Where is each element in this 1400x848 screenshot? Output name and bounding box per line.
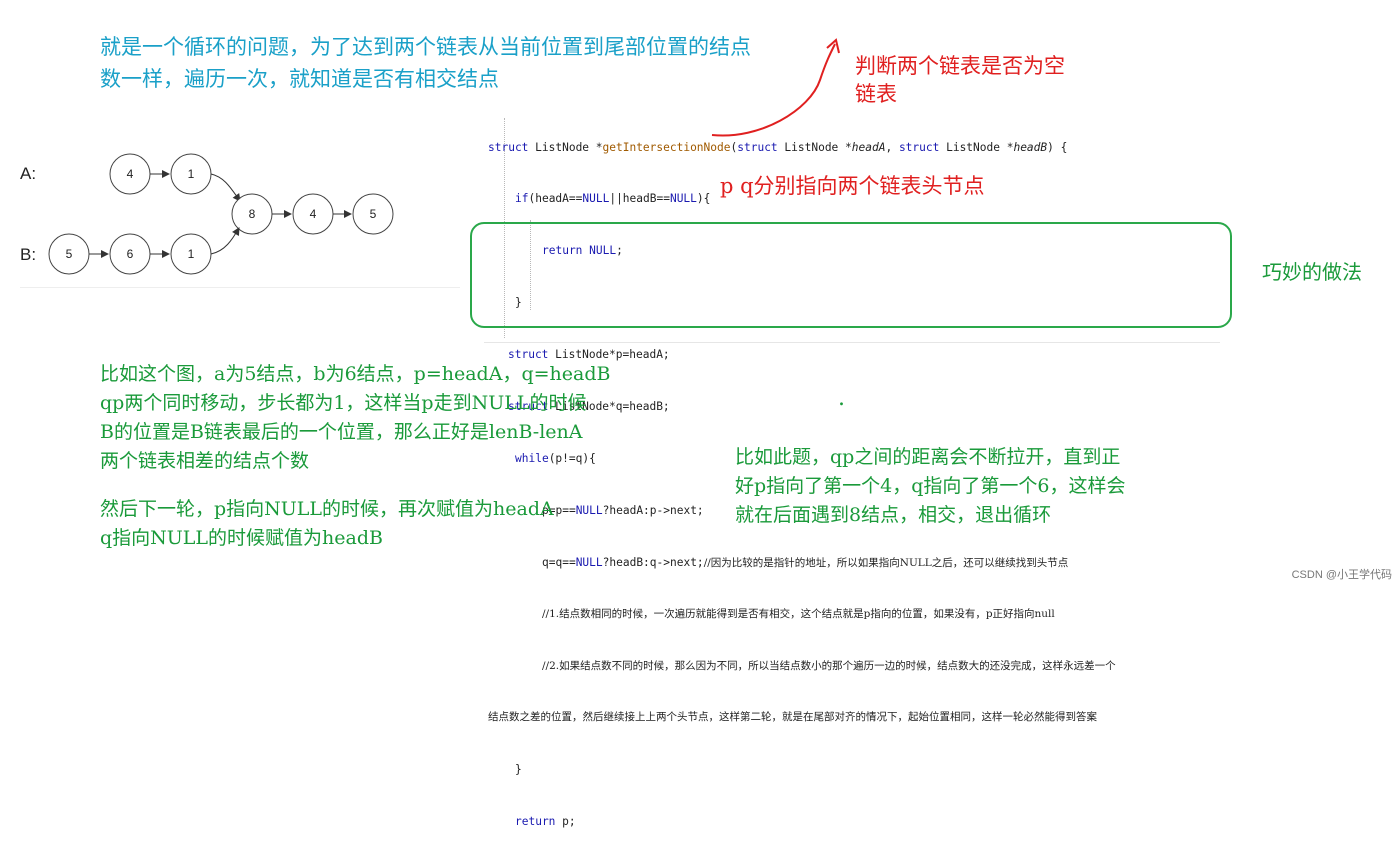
code-indent-guide [504, 118, 506, 338]
diagram-divider [20, 287, 460, 288]
node-common-3 [352, 193, 394, 235]
null-check-note-line-1: 判断两个链表是否为空 [855, 54, 1065, 78]
left-explanation-line-6: 然后下一轮，p指向NULL的时候，再次赋值为headA [100, 498, 554, 520]
list-b-label: B: [20, 245, 37, 264]
edge-b3-c1 [210, 227, 240, 255]
pq-note: p q分别指向两个链表头节点 [720, 174, 985, 198]
right-explanation-line-3: 就在后面遇到8结点，相交，退出循环 [735, 504, 1052, 526]
code-line-9: q=q==NULL?headB:q->next;//因为比较的是指针的地址，所以… [542, 555, 1069, 569]
code-line-2: if(headA==NULL||headB==NULL){ [515, 192, 711, 206]
node-common-1-label: 8 [249, 207, 256, 221]
node-a-1-label: 4 [127, 167, 134, 181]
null-check-note: 判断两个链表是否为空 链表 [855, 52, 1115, 108]
red-arrow [711, 38, 840, 137]
right-explanation: 比如此题，qp之间的距离会不断拉开，直到正 好p指向了第一个4，q指向了第一个6… [735, 443, 1126, 530]
code-line-11: //2.如果结点数不同的时候，那么因为不同，所以当结点数小的那个遍历一边的时候，… [542, 659, 1116, 672]
node-common-2-label: 4 [310, 207, 317, 221]
code-line-8: p=p==NULL?headA:p->next; [542, 503, 704, 517]
left-explanation-line-1: 比如这个图，a为5结点，b为6结点，p=headA，q=headB [100, 363, 611, 385]
left-explanation-line-3: B的位置是B链表最后的一个位置，那么正好是lenB-lenA [100, 421, 583, 443]
node-a-2-label: 1 [188, 167, 195, 181]
top-note-line-1: 就是一个循环的问题，为了达到两个链表从当前位置到尾部位置的结点 [100, 35, 751, 59]
left-explanation-line-4: 两个链表相差的结点个数 [100, 450, 310, 472]
code-line-14: return p; [515, 815, 576, 829]
code-line-7: while(p!=q){ [515, 451, 596, 465]
clever-note: 巧妙的做法 [1262, 260, 1362, 284]
top-note: 就是一个循环的问题，为了达到两个链表从当前位置到尾部位置的结点 数一样，遍历一次… [100, 31, 840, 95]
right-explanation-line-2: 好p指向了第一个4，q指向了第一个6，这样会 [735, 475, 1126, 497]
node-b-3-label: 1 [188, 247, 195, 261]
watermark: CSDN @小王学代码 [1291, 569, 1392, 581]
left-explanation: 比如这个图，a为5结点，b为6结点，p=headA，q=headB qp两个同时… [100, 360, 610, 553]
node-b-2-label: 6 [127, 247, 134, 261]
code-indent-guide-inner [530, 220, 532, 310]
right-explanation-line-1: 比如此题，qp之间的距离会不断拉开，直到正 [735, 446, 1121, 468]
left-explanation-line-7: q指向NULL的时候赋值为headB [100, 527, 383, 549]
node-common-3-label: 5 [370, 207, 377, 221]
code-line-1: struct ListNode *getIntersectionNode(str… [488, 140, 1068, 154]
code-line-10: //1.结点数相同的时候，一次遍历就能得到是否有相交，这个结点就是p指向的位置，… [542, 607, 1055, 620]
left-explanation-line-5 [100, 476, 610, 495]
left-explanation-line-2: qp两个同时移动，步长都为1，这样当p走到NULL的时候 [100, 392, 587, 414]
code-line-4: } [515, 296, 522, 310]
list-a-label: A: [20, 164, 37, 183]
edge-a2-c1 [210, 173, 241, 202]
node-b-1-label: 5 [66, 247, 73, 261]
stray-dot: . [838, 386, 845, 411]
null-check-note-line-2: 链表 [855, 82, 897, 106]
highlight-box [470, 222, 1232, 328]
code-line-5: struct ListNode*p=headA; [508, 348, 670, 362]
top-note-line-2: 数一样，遍历一次，就知道是否有相交结点 [100, 67, 499, 91]
code-line-12: 结点数之差的位置，然后继续接上上两个头节点，这样第二轮，就是在尾部对齐的情况下，… [488, 711, 1097, 724]
code-line-3: return NULL; [542, 244, 623, 258]
code-line-13: } [515, 763, 522, 777]
code-line-6: struct ListNode*q=headB; [508, 400, 670, 414]
code-panel [484, 102, 1220, 343]
linked-list-diagram: 4 1 8 4 5 5 6 1 [48, 153, 394, 275]
